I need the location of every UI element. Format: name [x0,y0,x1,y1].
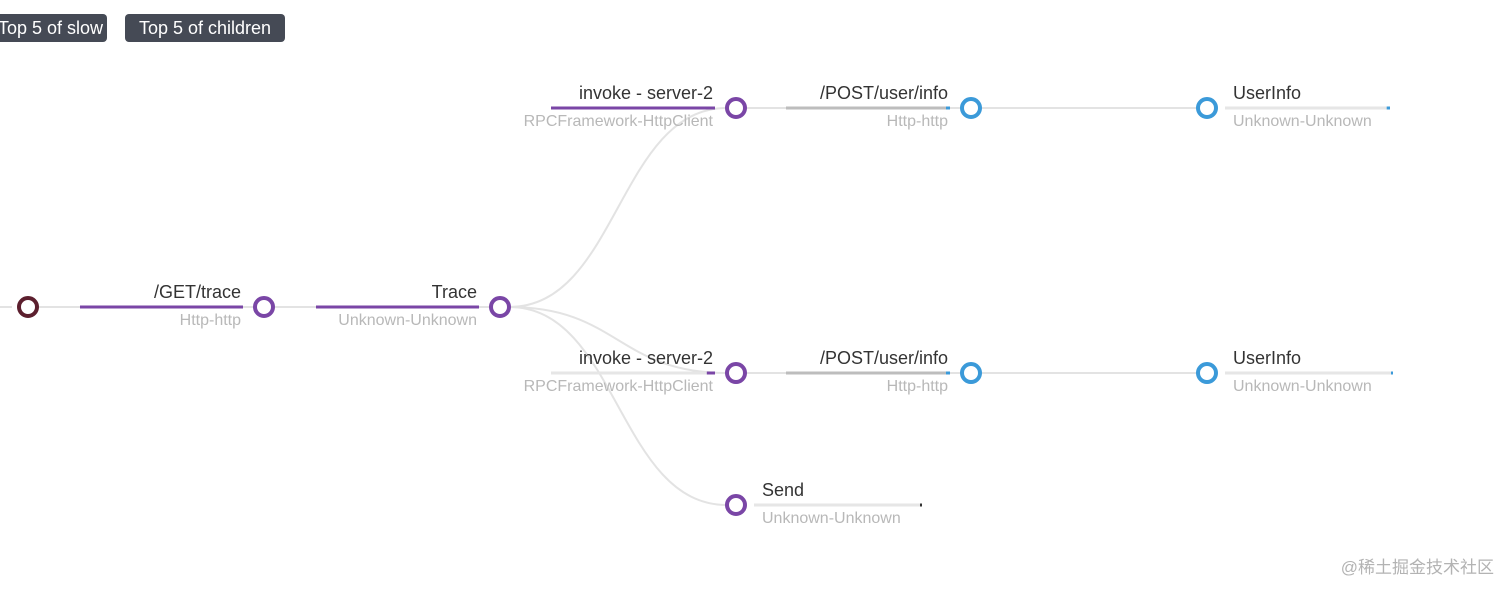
node-circle[interactable] [960,362,982,384]
trace-node-root[interactable] [17,296,39,318]
node-subtitle: RPCFramework-HttpClient [524,113,714,130]
node-circle[interactable] [253,296,275,318]
node-circle[interactable] [17,296,39,318]
link-trace-to-invoke-2 [508,306,728,374]
node-title: UserInfo [1233,83,1301,103]
node-subtitle: Http-http [887,378,948,395]
node-circle[interactable] [1196,97,1218,119]
node-circle[interactable] [725,494,747,516]
node-title: Send [762,480,804,500]
node-title: invoke - server-2 [579,348,713,368]
trace-nodes: /GET/traceHttp-httpTraceUnknown-Unknowni… [17,83,1393,527]
node-subtitle: Unknown-Unknown [1233,378,1372,395]
node-title: Trace [432,282,477,302]
node-title: invoke - server-2 [579,83,713,103]
node-circle[interactable] [725,97,747,119]
node-title: /GET/trace [154,282,241,302]
node-title: /POST/user/info [820,83,948,103]
node-circle[interactable] [1196,362,1218,384]
top-5-children-button[interactable]: Top 5 of children [125,14,285,42]
node-subtitle: RPCFramework-HttpClient [524,378,714,395]
node-circle[interactable] [960,97,982,119]
node-circle[interactable] [725,362,747,384]
node-subtitle: Http-http [180,312,241,329]
node-subtitle: Http-http [887,113,948,130]
watermark: @稀土掘金技术社区 [1340,558,1494,577]
node-subtitle: Unknown-Unknown [1233,113,1372,130]
node-subtitle: Unknown-Unknown [338,312,477,329]
node-title: UserInfo [1233,348,1301,368]
node-circle[interactable] [489,296,511,318]
node-subtitle: Unknown-Unknown [762,510,901,527]
node-title: /POST/user/info [820,348,948,368]
link-trace-to-invoke-1 [508,107,728,308]
link-trace-to-send [508,306,728,506]
top-5-slow-button[interactable]: Top 5 of slow [0,14,107,42]
